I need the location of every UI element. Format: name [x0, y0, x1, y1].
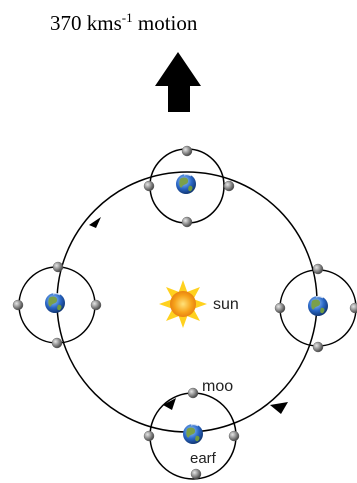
- moon-icon: [274, 302, 286, 314]
- sun-icon: [159, 280, 207, 328]
- moon-icon: [52, 261, 64, 273]
- earth-icon: [175, 173, 197, 195]
- moon-label: moo: [202, 378, 233, 395]
- moon-direction-arrow: [163, 398, 176, 410]
- motion-word: motion: [137, 11, 198, 35]
- earth-moon-system-left: [12, 261, 102, 349]
- orbit-direction-arrow-upper: [89, 217, 101, 228]
- moon-icon: [51, 337, 63, 349]
- speed-value: 370 kms: [50, 11, 122, 35]
- moon-icon: [187, 387, 199, 399]
- moon-icon: [312, 263, 324, 275]
- moon-icon: [90, 299, 102, 311]
- moon-icon: [223, 180, 235, 192]
- sun-label: sun: [213, 296, 239, 313]
- earth-icon: [307, 295, 329, 317]
- moon-icon: [181, 145, 193, 157]
- moon-icon: [143, 180, 155, 192]
- earth-icon: [44, 292, 66, 314]
- moon-icon: [12, 299, 24, 311]
- moon-icon: [228, 430, 240, 442]
- earth-moon-system-right: [274, 263, 357, 353]
- earth-icon: [182, 423, 204, 445]
- moon-icon: [312, 341, 324, 353]
- earth-moon-system-top: [143, 145, 235, 228]
- moon-icon: [190, 468, 202, 480]
- earth-moon-system-bottom: [143, 387, 240, 480]
- up-arrow-icon: [155, 52, 201, 112]
- motion-title: 370 kms-1 motion: [50, 10, 197, 36]
- speed-exponent: -1: [121, 10, 133, 25]
- orbit-direction-arrow-lower: [270, 402, 288, 414]
- moon-icon: [143, 430, 155, 442]
- moon-icon: [349, 302, 357, 314]
- earth-label: earf: [190, 450, 217, 467]
- moon-icon: [181, 216, 193, 228]
